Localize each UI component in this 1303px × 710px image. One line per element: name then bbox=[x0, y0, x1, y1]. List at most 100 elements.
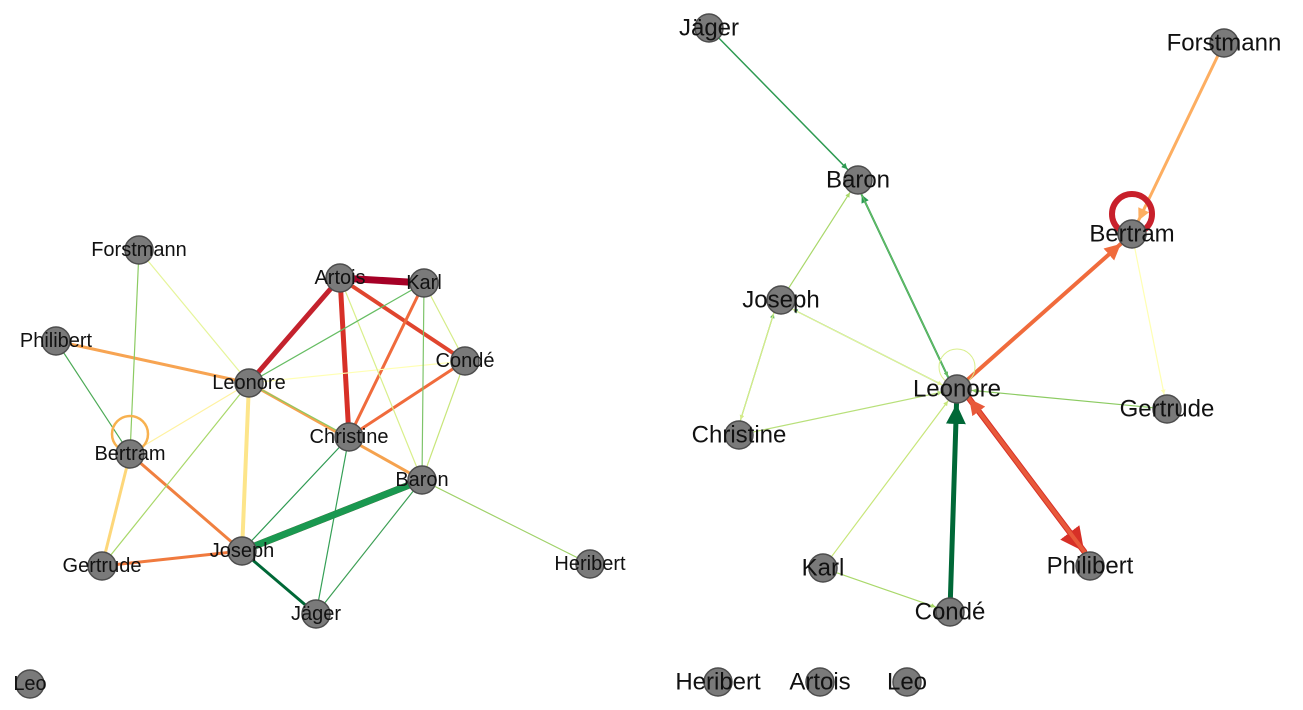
node-baron: Baron bbox=[395, 465, 449, 495]
node-label: Heribert bbox=[554, 553, 626, 575]
node-heribert: Heribert bbox=[675, 667, 761, 697]
node-label: Artois bbox=[789, 669, 850, 696]
node-label: Christine bbox=[310, 426, 389, 448]
edge-leonore-gertrude bbox=[101, 382, 250, 567]
node-joseph: Joseph bbox=[210, 536, 274, 566]
node-gertrude: Gertrude bbox=[1120, 394, 1214, 424]
node-artois: Artois bbox=[789, 667, 851, 697]
node-label: Baron bbox=[826, 167, 890, 194]
node-joseph: Joseph bbox=[742, 285, 820, 315]
node-marker bbox=[703, 667, 733, 697]
directed-network: Jäger ForstmannBaronBertramJosephLeonoreG… bbox=[675, 13, 1281, 697]
node-marker bbox=[892, 667, 922, 697]
node-forstmann: Forstmann bbox=[1167, 28, 1281, 58]
edge-baron-leonore bbox=[860, 193, 949, 378]
node-marker bbox=[808, 553, 838, 583]
edge-gertrude-leonore bbox=[971, 388, 1154, 409]
node-marker bbox=[843, 165, 873, 195]
node-label: Bertram bbox=[1089, 221, 1174, 248]
node-marker bbox=[409, 268, 439, 298]
node-marker bbox=[115, 439, 145, 469]
edge-baron-joseph bbox=[238, 476, 426, 555]
edge-conde-baron bbox=[421, 360, 466, 481]
node-marker bbox=[407, 465, 437, 495]
node-marker bbox=[301, 599, 331, 629]
node-conde: Condé bbox=[436, 346, 495, 376]
edge-joseph-jager bbox=[240, 549, 318, 616]
node-label: Artois bbox=[314, 267, 365, 289]
node-marker bbox=[766, 285, 796, 315]
node-label: Heribert bbox=[675, 669, 761, 696]
node-layer: Jäger ForstmannBaronBertramJosephLeonoreG… bbox=[675, 13, 1281, 697]
node-marker bbox=[234, 368, 264, 398]
edge-bertram-joseph bbox=[128, 452, 244, 553]
node-label: Leonore bbox=[212, 372, 285, 394]
edge-philibert-bertram bbox=[55, 340, 131, 455]
node-artois: Artois bbox=[314, 263, 366, 293]
edge-leonore-bertram bbox=[965, 241, 1123, 382]
node-christine: Christine bbox=[692, 420, 786, 450]
edge-forstmann-bertram bbox=[1137, 54, 1220, 222]
node-marker bbox=[124, 235, 154, 265]
edge-philibert-leonore bbox=[54, 339, 251, 385]
node-leonore: Leonore bbox=[913, 374, 1001, 404]
node-karl: Karl bbox=[406, 268, 442, 298]
node-conde: Condé bbox=[915, 597, 986, 627]
node-label: Leo bbox=[887, 669, 927, 696]
edge-forstmann-bertram bbox=[129, 249, 140, 455]
edge-leonore-joseph bbox=[240, 381, 251, 553]
node-bertram: Bertram bbox=[94, 439, 166, 469]
edge-joseph-baron bbox=[787, 192, 851, 289]
node-baron: Baron bbox=[826, 165, 890, 195]
edge-conde-christine bbox=[347, 359, 467, 439]
node-label: Condé bbox=[915, 599, 986, 626]
node-marker bbox=[1209, 28, 1239, 58]
node-marker bbox=[724, 420, 754, 450]
node-marker bbox=[87, 551, 117, 581]
node-label: Forstmann bbox=[91, 239, 187, 261]
node-label: Jäger bbox=[679, 15, 739, 42]
node-jager: Jäger bbox=[679, 13, 739, 43]
edge-joseph-christine bbox=[739, 311, 775, 421]
node-marker bbox=[227, 536, 257, 566]
node-label: Joseph bbox=[742, 287, 819, 314]
edge-leonore-conde bbox=[248, 360, 466, 384]
edge-artois-baron bbox=[339, 277, 423, 481]
edge-philibert-leonore bbox=[967, 396, 1087, 555]
edge-layer bbox=[718, 37, 1220, 608]
node-christine: Christine bbox=[310, 422, 389, 452]
edge-joseph-leonore bbox=[791, 308, 943, 386]
edge-leonore-christine bbox=[248, 382, 350, 438]
node-marker bbox=[805, 667, 835, 697]
edge-karl-conde bbox=[835, 571, 937, 608]
node-label: Jäger bbox=[291, 603, 341, 625]
node-philibert: Philibert bbox=[20, 326, 93, 356]
edge-jager-baron bbox=[718, 37, 849, 171]
node-leo: Leo bbox=[13, 669, 47, 699]
node-forstmann: Forstmann bbox=[91, 235, 187, 265]
node-label: Baron bbox=[395, 469, 448, 491]
edge-leonore-bertram bbox=[129, 382, 250, 455]
node-karl: Karl bbox=[802, 553, 845, 583]
edge-christine-jager bbox=[315, 436, 350, 615]
node-label: Condé bbox=[436, 350, 495, 372]
node-bertram: Bertram bbox=[1089, 219, 1175, 249]
node-jager: Jäger bbox=[291, 599, 341, 629]
node-label: Karl bbox=[406, 272, 442, 294]
node-marker bbox=[942, 374, 972, 404]
node-label: Philibert bbox=[1047, 553, 1134, 580]
node-marker bbox=[694, 13, 724, 43]
edge-karl-leonore bbox=[830, 400, 949, 558]
edge-leonore-karl bbox=[248, 282, 425, 384]
node-marker bbox=[1117, 219, 1147, 249]
node-label: Karl bbox=[802, 555, 845, 582]
node-marker bbox=[1075, 551, 1105, 581]
edge-karl-baron bbox=[421, 282, 425, 481]
edge-bertram-gertrude bbox=[100, 452, 132, 568]
node-heribert: Heribert bbox=[554, 549, 626, 579]
node-marker bbox=[575, 549, 605, 579]
node-marker bbox=[334, 422, 364, 452]
